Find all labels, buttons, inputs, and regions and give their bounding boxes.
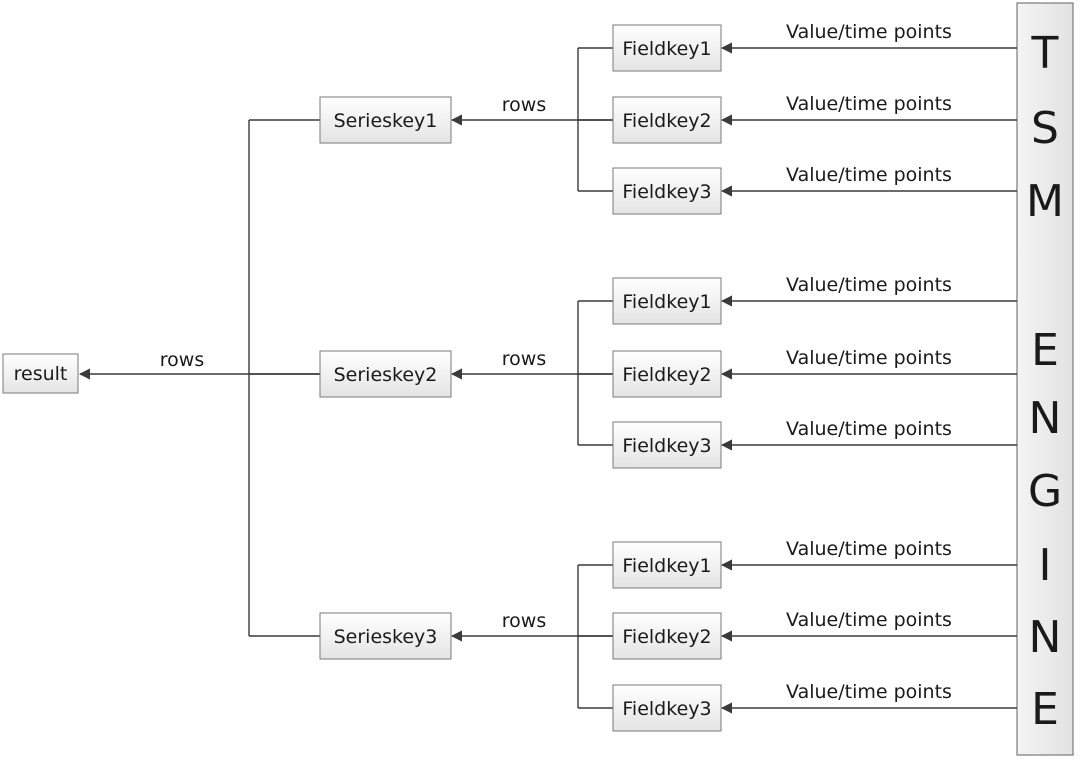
field-node: Fieldkey1 (612, 541, 722, 589)
engine-letter: N (1029, 612, 1062, 663)
points-edge-label: Value/time points (786, 347, 952, 369)
svg-text:Fieldkey2: Fieldkey2 (622, 364, 711, 386)
svg-text:Fieldkey3: Fieldkey3 (622, 181, 711, 203)
tsm-engine: T S M E N G I N E (1016, 2, 1074, 756)
series-edge-label: rows (502, 610, 546, 632)
svg-text:Serieskey3: Serieskey3 (334, 626, 438, 648)
svg-text:result: result (14, 363, 68, 385)
points-edge-label: Value/time points (786, 274, 952, 296)
points-edge-label: Value/time points (786, 609, 952, 631)
svg-text:Fieldkey1: Fieldkey1 (622, 291, 711, 313)
engine-letter: I (1039, 540, 1052, 591)
svg-text:Serieskey1: Serieskey1 (334, 110, 438, 132)
series-node: Serieskey3 (319, 612, 452, 660)
tsm-engine-box (1016, 2, 1074, 756)
svg-text:Fieldkey3: Fieldkey3 (622, 698, 711, 720)
points-edge-label: Value/time points (786, 681, 952, 703)
field-node: Fieldkey3 (612, 684, 722, 732)
series-edge-label: rows (502, 94, 546, 116)
svg-text:Fieldkey3: Fieldkey3 (622, 435, 711, 457)
svg-text:Fieldkey2: Fieldkey2 (622, 626, 711, 648)
series-node: Serieskey1 (319, 96, 452, 144)
field-node: Fieldkey3 (612, 421, 722, 469)
engine-letter: T (1031, 28, 1059, 79)
result-edge-label: rows (160, 349, 204, 371)
field-node: Fieldkey1 (612, 277, 722, 325)
engine-letter: E (1031, 325, 1059, 376)
field-node: Fieldkey3 (612, 167, 722, 215)
result-group: rows result (2, 120, 320, 636)
engine-letter: M (1026, 176, 1064, 227)
field-node: Fieldkey2 (612, 612, 722, 660)
field-node: Fieldkey2 (612, 96, 722, 144)
field-node: Fieldkey2 (612, 350, 722, 398)
engine-letter: E (1031, 684, 1059, 735)
points-edge-label: Value/time points (786, 21, 952, 43)
points-edge-label: Value/time points (786, 93, 952, 115)
svg-text:Fieldkey1: Fieldkey1 (622, 38, 711, 60)
points-edge-label: Value/time points (786, 538, 952, 560)
series-node: Serieskey2 (319, 350, 452, 398)
series-edge-label: rows (502, 348, 546, 370)
engine-letter: N (1029, 393, 1062, 444)
svg-text:Fieldkey2: Fieldkey2 (622, 110, 711, 132)
engine-letter: G (1028, 466, 1062, 517)
points-edge-label: Value/time points (786, 418, 952, 440)
engine-letter: S (1031, 103, 1059, 154)
points-edge-label: Value/time points (786, 164, 952, 186)
field-node: Fieldkey1 (612, 24, 722, 72)
svg-text:Serieskey2: Serieskey2 (334, 364, 438, 386)
result-node: result (2, 353, 79, 394)
svg-text:Fieldkey1: Fieldkey1 (622, 555, 711, 577)
